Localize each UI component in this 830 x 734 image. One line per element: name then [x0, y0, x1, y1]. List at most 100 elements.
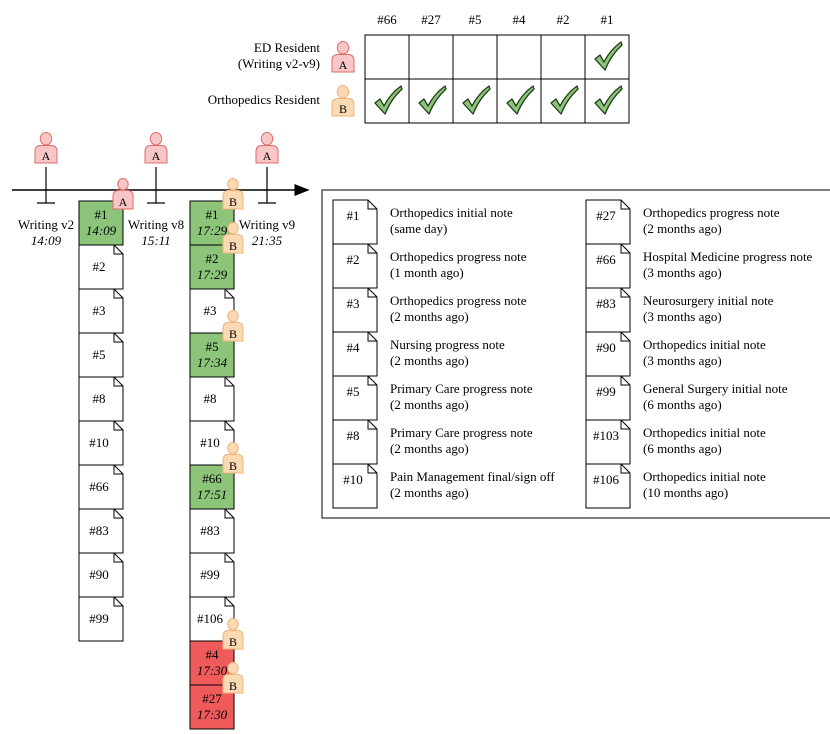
stack-document: #8 — [189, 376, 235, 422]
check-icon — [418, 85, 447, 115]
stack-document: #83 — [189, 508, 235, 554]
stack-document: #2 — [78, 244, 124, 290]
user-head — [227, 178, 239, 191]
document-id: #2 — [206, 251, 219, 266]
user-head — [39, 132, 53, 146]
legend-document-id: #2 — [347, 252, 360, 267]
user-letter: B — [229, 327, 237, 341]
document-read-time: 17:30 — [197, 707, 228, 722]
user-icon-b: B — [222, 222, 244, 254]
document-id: #3 — [93, 303, 106, 318]
check-icon — [550, 85, 579, 115]
user-head — [117, 178, 129, 191]
document-read-time: 17:29 — [197, 223, 228, 238]
row-label: Orthopedics Resident — [208, 92, 321, 107]
row-sublabel: (Writing v2-v9) — [238, 56, 320, 71]
document-icon — [189, 508, 235, 554]
document-read-time: 14:09 — [86, 223, 117, 238]
legend-note-type: Orthopedics progress note — [390, 293, 527, 308]
document-icon — [332, 463, 378, 509]
user-head — [227, 618, 239, 631]
document-icon — [78, 332, 124, 378]
legend-note-type: Orthopedics progress note — [390, 249, 527, 264]
document-id: #8 — [204, 391, 217, 406]
user-letter: B — [229, 459, 237, 473]
user-letter: A — [339, 58, 348, 72]
check-icon — [594, 41, 623, 71]
legend-note-age: (3 months ago) — [643, 353, 722, 368]
user-letter: A — [152, 149, 161, 163]
legend-document-id: #66 — [596, 252, 616, 267]
stack-document: #5 — [78, 332, 124, 378]
user-head — [227, 662, 239, 675]
grid-column-header: #1 — [601, 12, 614, 27]
document-id: #90 — [89, 567, 109, 582]
legend-note-age: (3 months ago) — [643, 309, 722, 324]
user-body — [255, 144, 279, 164]
document-icon — [332, 375, 378, 421]
document-icon — [585, 243, 631, 289]
document-id: #106 — [197, 611, 224, 626]
legend-note-age: (1 month ago) — [390, 265, 464, 280]
legend-item: #2 Orthopedics progress note(1 month ago) — [332, 243, 527, 289]
document-icon — [332, 199, 378, 245]
user-icon-a: A — [34, 132, 58, 164]
user-letter: B — [229, 679, 237, 693]
grid-cell — [496, 34, 542, 80]
document-id: #83 — [200, 523, 220, 538]
grid-column-header: #5 — [469, 12, 482, 27]
event-label: Writing v9 — [239, 217, 295, 232]
user-icon-b: B — [222, 178, 244, 210]
document-id: #27 — [202, 691, 222, 706]
stack-document: #3 — [189, 288, 235, 334]
user-body — [222, 673, 244, 694]
stack-document: #106 — [189, 596, 235, 642]
stack-document: #99 — [78, 596, 124, 642]
check-icon — [462, 85, 491, 115]
stack-document: #10 — [189, 420, 235, 466]
document-id: #8 — [93, 391, 106, 406]
stack-document: #8 — [78, 376, 124, 422]
document-id: #1 — [206, 207, 219, 222]
legend-note-type: Orthopedics initial note — [643, 425, 766, 440]
document-icon — [189, 596, 235, 642]
read-status-grid: #66#27#5#4#2#1 ED Resident(Writing v2-v9… — [208, 12, 630, 124]
grid-column-header: #66 — [377, 12, 397, 27]
legend-document-id: #83 — [596, 296, 616, 311]
document-id: #83 — [89, 523, 109, 538]
legend-document-id: #10 — [343, 472, 363, 487]
check-icon — [374, 85, 403, 115]
stack-document: #417:30 — [189, 640, 235, 686]
document-id: #5 — [93, 347, 106, 362]
grid-cell — [408, 34, 454, 80]
user-body — [34, 144, 58, 164]
user-icon-a: A — [331, 41, 355, 73]
legend-note-type: Orthopedics progress note — [643, 205, 780, 220]
legend-note-age: (2 months ago) — [390, 485, 469, 500]
check-icon — [594, 85, 623, 115]
stack-document: #99 — [189, 552, 235, 598]
check-icon — [506, 85, 535, 115]
legend-document-id: #27 — [596, 208, 616, 223]
user-head — [227, 222, 239, 235]
document-icon — [189, 288, 235, 334]
grid-row: ED Resident(Writing v2-v9)A — [238, 40, 355, 73]
document-icon — [585, 199, 631, 245]
grid-column-header: #2 — [557, 12, 570, 27]
legend-note-age: (2 months ago) — [390, 397, 469, 412]
stack-document: #3 — [78, 288, 124, 334]
legend-note-type: Neurosurgery initial note — [643, 293, 774, 308]
user-body — [144, 144, 168, 164]
legend-note-age: (3 months ago) — [643, 265, 722, 280]
document-stacks: #114:09#2#3#5#8#10#66#83#90#99A#117:29#2… — [78, 178, 244, 730]
document-icon — [78, 420, 124, 466]
legend-note-age: (6 months ago) — [643, 441, 722, 456]
user-head — [336, 85, 350, 99]
